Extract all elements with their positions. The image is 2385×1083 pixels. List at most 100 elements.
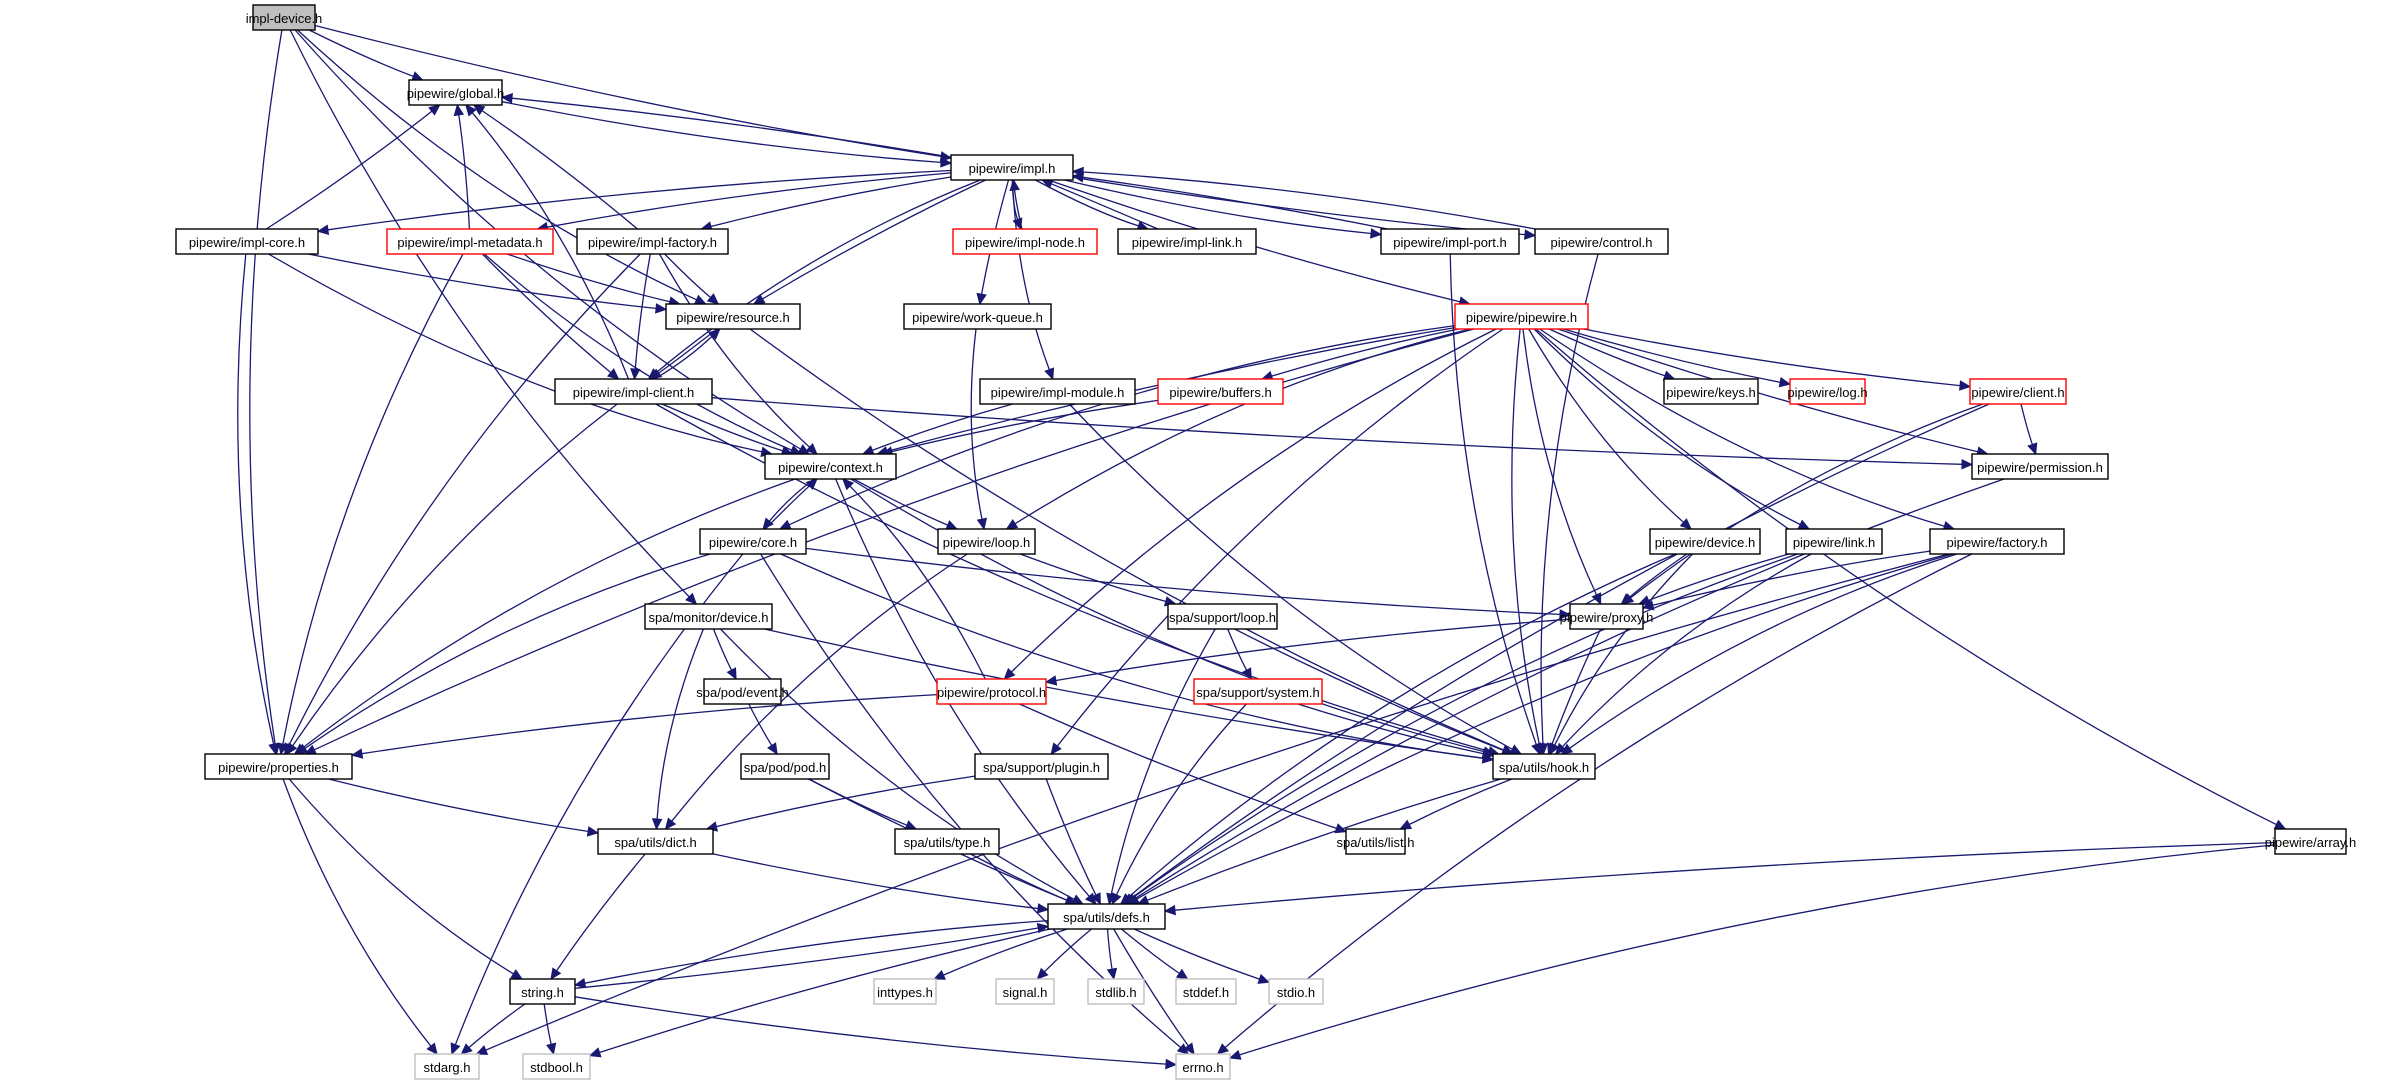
graph-node-keys[interactable]: pipewire/keys.h — [1663, 378, 1759, 405]
edge-client-to-spa-utils-defs — [1122, 403, 1990, 905]
graph-node-core[interactable]: pipewire/core.h — [699, 528, 807, 555]
graph-node-permission[interactable]: pipewire/permission.h — [1971, 453, 2109, 480]
graph-node-impl[interactable]: pipewire/impl.h — [950, 154, 1074, 181]
graph-node-array[interactable]: pipewire/array.h — [2265, 828, 2357, 855]
graph-node-spa-monitor-device[interactable]: spa/monitor/device.h — [644, 603, 773, 630]
edge-line — [1055, 618, 1571, 682]
node-label: pipewire/impl-client.h — [573, 385, 694, 400]
arrowhead-icon — [945, 520, 959, 530]
graph-node-link[interactable]: pipewire/link.h — [1785, 528, 1883, 555]
node-box — [703, 678, 782, 705]
arrowhead-icon — [1044, 675, 1058, 686]
node-box — [522, 1053, 591, 1080]
node-label: pipewire/impl-factory.h — [588, 235, 717, 250]
edge-line — [1554, 553, 1694, 746]
arrowhead-icon — [350, 748, 364, 759]
edge-string-to-errno — [574, 996, 1178, 1070]
edge-spa-support-system-to-spa-utils-defs — [1111, 703, 1247, 906]
edge-line — [661, 403, 783, 452]
graph-node-spa-utils-defs[interactable]: spa/utils/defs.h — [1047, 903, 1166, 930]
node-label: spa/pod/event.h — [696, 685, 789, 700]
edge-line — [501, 101, 942, 164]
graph-node-work-queue[interactable]: pipewire/work-queue.h — [903, 303, 1052, 330]
graph-node-spa-support-plugin[interactable]: spa/support/plugin.h — [974, 753, 1109, 780]
edge-line — [664, 253, 712, 298]
graph-node-spa-pod-event[interactable]: spa/pod/event.h — [696, 678, 789, 705]
edge-line — [1136, 553, 1953, 900]
graph-node-proxy[interactable]: pipewire/proxy.h — [1560, 603, 1654, 630]
graph-node-control[interactable]: pipewire/control.h — [1534, 228, 1669, 255]
graph-node-factory[interactable]: pipewire/factory.h — [1929, 528, 2065, 555]
graph-node-impl-port[interactable]: pipewire/impl-port.h — [1380, 228, 1520, 255]
arrowhead-icon — [588, 1047, 602, 1058]
graph-node-impl-link[interactable]: pipewire/impl-link.h — [1117, 228, 1257, 255]
node-label: pipewire/core.h — [709, 535, 797, 550]
graph-node-buffers[interactable]: pipewire/buffers.h — [1157, 378, 1284, 405]
edge-spa-pod-pod-to-spa-utils-type — [808, 778, 918, 830]
edge-loop-to-spa-utils-dict — [664, 553, 968, 830]
arrowhead-icon — [1778, 377, 1792, 388]
graph-node-resource[interactable]: pipewire/resource.h — [665, 303, 801, 330]
graph-node-spa-utils-dict[interactable]: spa/utils/dict.h — [597, 828, 714, 855]
graph-node-spa-pod-pod[interactable]: spa/pod/pod.h — [740, 753, 830, 780]
node-label: spa/support/loop.h — [1169, 610, 1276, 625]
node-label: pipewire/keys.h — [1666, 385, 1756, 400]
node-label: pipewire/pipewire.h — [1466, 310, 1577, 325]
arrowhead-icon — [2027, 442, 2038, 456]
node-box — [936, 678, 1047, 705]
graph-node-impl-module[interactable]: pipewire/impl-module.h — [979, 378, 1136, 405]
graph-node-impl-core[interactable]: pipewire/impl-core.h — [175, 228, 319, 255]
node-label: stdlib.h — [1095, 985, 1136, 1000]
graph-node-protocol[interactable]: pipewire/protocol.h — [936, 678, 1047, 705]
graph-node-client[interactable]: pipewire/client.h — [1969, 378, 2067, 405]
edge-string-to-spa-utils-defs — [574, 922, 1050, 989]
edge-spa-monitor-device-to-spa-pod-event — [712, 628, 737, 681]
graph-node-context[interactable]: pipewire/context.h — [764, 453, 897, 480]
arrowhead-icon — [546, 1042, 557, 1056]
edge-impl-to-impl-module — [1011, 179, 1055, 381]
graph-node-spa-support-loop[interactable]: spa/support/loop.h — [1167, 603, 1278, 630]
node-label: pipewire/impl-port.h — [1393, 235, 1506, 250]
graph-node-log[interactable]: pipewire/log.h — [1787, 378, 1868, 405]
graph-node-spa-utils-list[interactable]: spa/utils/list.h — [1336, 828, 1415, 855]
edge-line — [1522, 328, 1598, 596]
edge-line — [1131, 403, 1990, 899]
node-label: pipewire/client.h — [1971, 385, 2064, 400]
graph-node-impl-node[interactable]: pipewire/impl-node.h — [952, 228, 1098, 255]
edge-line — [308, 29, 414, 78]
arrowhead-icon — [1044, 367, 1055, 381]
graph-node-spa-utils-hook[interactable]: spa/utils/hook.h — [1492, 753, 1596, 780]
node-box — [699, 528, 807, 555]
graph-node-pipewire[interactable]: pipewire/pipewire.h — [1454, 303, 1589, 330]
edge-global-to-impl — [501, 101, 953, 168]
edge-pipewire-to-core — [778, 324, 1456, 530]
graph-node-spa-support-system[interactable]: spa/support/system.h — [1193, 678, 1323, 705]
edge-line — [1047, 179, 1461, 303]
node-label: pipewire/control.h — [1551, 235, 1653, 250]
edge-impl-to-impl-link — [1035, 179, 1150, 231]
graph-node-spa-utils-type[interactable]: spa/utils/type.h — [894, 828, 1000, 855]
node-box — [665, 303, 801, 330]
edge-control-to-impl — [1071, 166, 1536, 230]
graph-node-impl-metadata[interactable]: pipewire/impl-metadata.h — [386, 228, 554, 255]
edge-line — [1131, 553, 1798, 899]
edge-line — [292, 403, 618, 747]
edge-line — [656, 628, 705, 820]
arrowhead-icon — [428, 104, 441, 116]
graph-node-properties[interactable]: pipewire/properties.h — [204, 753, 353, 780]
node-label: impl-device.h — [246, 11, 323, 26]
edge-line — [1127, 553, 1676, 898]
graph-node-global[interactable]: pipewire/global.h — [407, 79, 505, 106]
node-box — [597, 828, 714, 855]
edge-pipewire-to-link — [1533, 328, 1811, 530]
graph-node-impl-client[interactable]: pipewire/impl-client.h — [554, 378, 713, 405]
graph-node-string[interactable]: string.h — [509, 978, 576, 1005]
edge-line — [1551, 628, 1602, 745]
graph-node-device[interactable]: pipewire/device.h — [1649, 528, 1761, 555]
graph-node-impl-factory[interactable]: pipewire/impl-factory.h — [576, 228, 729, 255]
node-box — [1087, 978, 1145, 1005]
graph-node-stdbool: stdbool.h — [522, 1053, 591, 1080]
edge-spa-support-loop-to-spa-support-system — [1227, 628, 1252, 681]
node-box — [1534, 228, 1669, 255]
graph-node-loop[interactable]: pipewire/loop.h — [937, 528, 1036, 555]
